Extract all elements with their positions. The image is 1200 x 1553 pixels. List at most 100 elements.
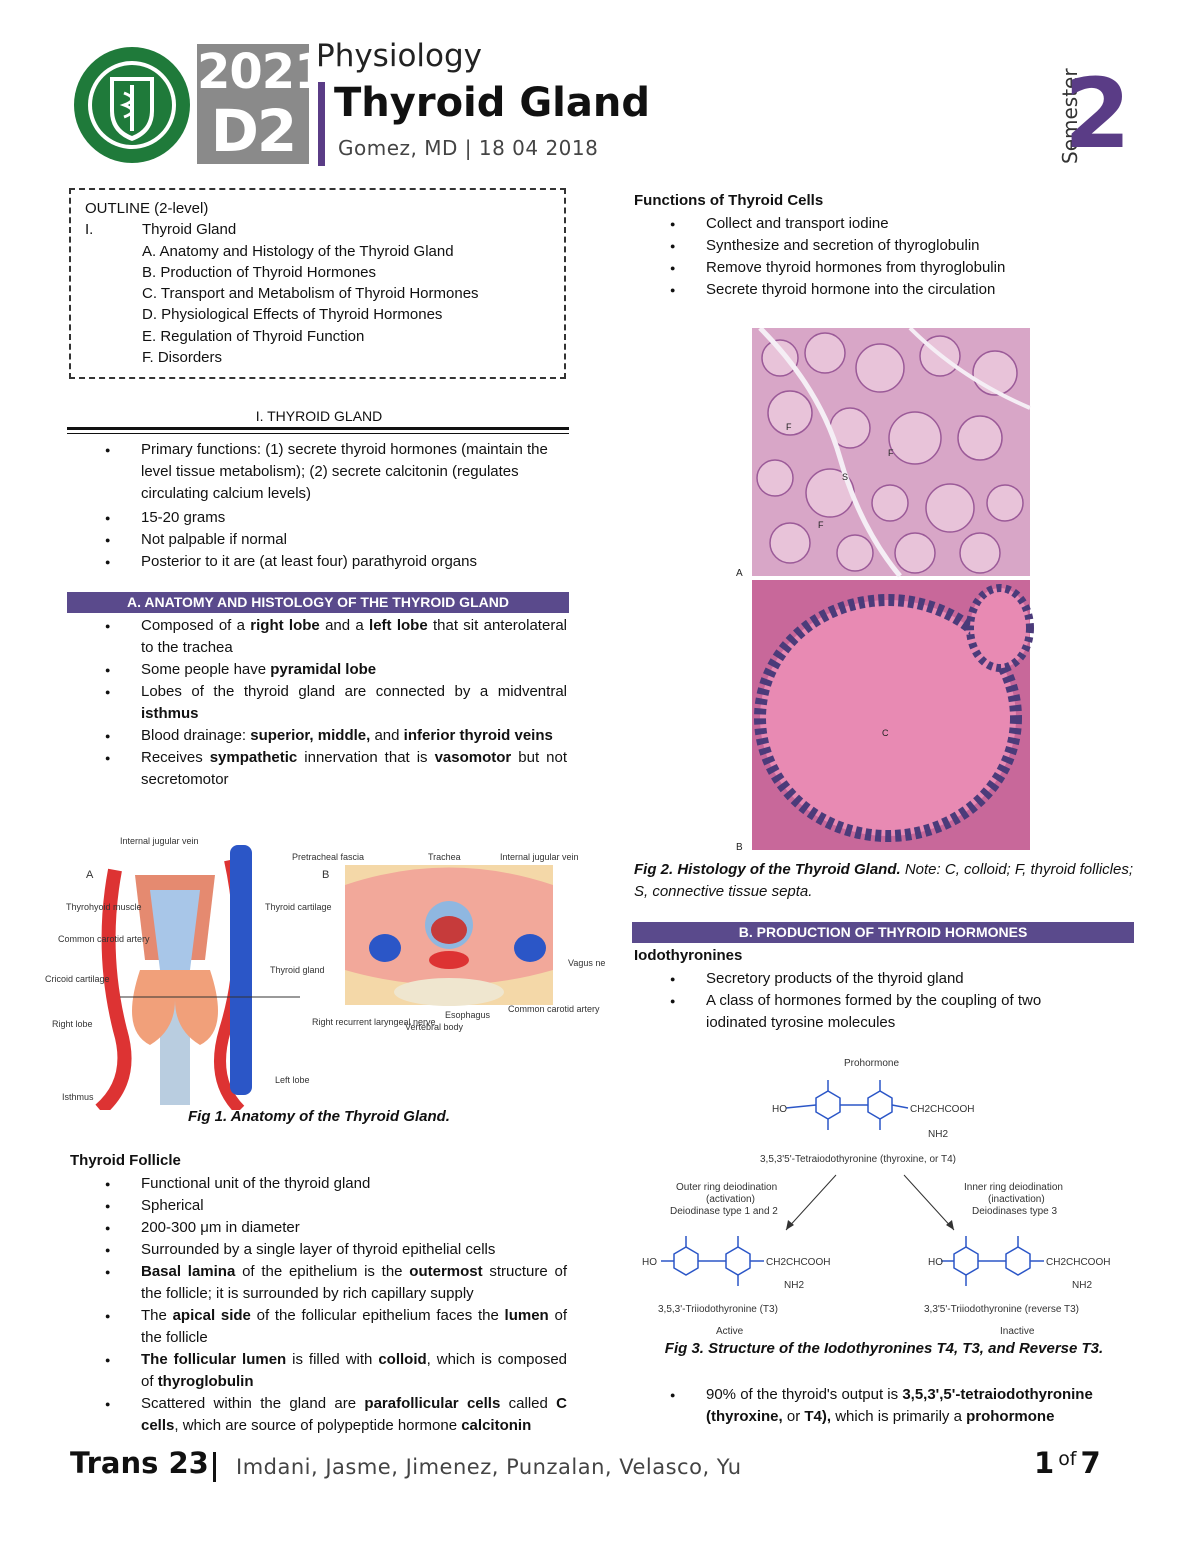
iodothyronines-heading: Iodothyronines [634, 947, 743, 964]
footer-authors: Imdani, Jasme, Jimenez, Punzalan, Velasc… [236, 1455, 742, 1479]
list-item: The follicular lumen is filled with coll… [69, 1349, 567, 1393]
section-heading-production: B. PRODUCTION OF THYROID HORMONES [632, 922, 1134, 943]
iodothyronine-structures-figure: Prohormone HO CH2CHCOOH NH2 3,5,3'5'-Tet… [642, 1058, 1110, 1337]
figure-label: A [736, 568, 743, 579]
list-item: 90% of the thyroid's output is 3,5,3',5'… [634, 1384, 1134, 1428]
functions-bullets: Collect and transport iodine Synthesize … [634, 213, 1134, 301]
figure-label: Thyroid cartilage [265, 902, 332, 912]
list-item: Surrounded by a single layer of thyroid … [69, 1239, 567, 1261]
structure-label: Prohormone [844, 1058, 899, 1069]
outline-item: C. Transport and Metabolism of Thyroid H… [142, 285, 479, 303]
structure-label: Deiodinase type 1 and 2 [670, 1206, 778, 1217]
outline-item: A. Anatomy and Histology of the Thyroid … [142, 242, 454, 260]
structure-label: 3,5,3'5'-Tetraiodothyronine (thyroxine, … [760, 1154, 956, 1165]
figure-label: Internal jugular vein [500, 852, 579, 862]
figure-label: Pretracheal fascia [292, 852, 364, 862]
follicle-bullets: Functional unit of the thyroid gland Sph… [69, 1173, 567, 1437]
list-item: Secretory products of the thyroid gland [634, 968, 1104, 990]
figure-label: Vertebral body [405, 1022, 464, 1032]
outline-item: B. Production of Thyroid Hormones [142, 263, 377, 281]
outline-item: D. Physiological Effects of Thyroid Horm… [142, 306, 443, 324]
list-item: Functional unit of the thyroid gland [69, 1173, 567, 1195]
heading-rule [67, 427, 569, 430]
follicle-heading: Thyroid Follicle [70, 1152, 181, 1169]
list-item: Spherical [69, 1195, 567, 1217]
figure-label: B [736, 842, 743, 853]
list-item: Blood drainage: superior, middle, and in… [69, 725, 567, 747]
figure-label: Common carotid artery [508, 1004, 600, 1014]
subject-label: Physiology [316, 38, 483, 74]
figure-label: Thyroid gland [270, 965, 325, 975]
list-item: Primary functions: (1) secrete thyroid h… [69, 439, 569, 505]
figure-label: Internal jugular vein [120, 836, 199, 846]
functions-heading: Functions of Thyroid Cells [634, 192, 824, 209]
structure-label: HO [772, 1104, 787, 1115]
figure-label: Right lobe [52, 1019, 93, 1029]
list-item: Secrete thyroid hormone into the circula… [634, 279, 1134, 301]
page-of: of [1058, 1448, 1077, 1470]
outline-roman: I. [85, 221, 94, 239]
list-item: 200-300 μm in diameter [69, 1217, 567, 1239]
heading-rule [67, 433, 569, 434]
structure-label: NH2 [928, 1129, 948, 1140]
semester-number: 2 [1064, 58, 1131, 170]
structure-label: Active [716, 1326, 744, 1337]
lecturer-date: Gomez, MD | 18 04 2018 [338, 136, 599, 160]
section-heading-anatomy: A. ANATOMY AND HISTOLOGY OF THE THYROID … [67, 592, 569, 613]
batch-group: D2 [210, 97, 298, 165]
structure-label: HO [642, 1257, 657, 1268]
outline-item: E. Regulation of Thyroid Function [142, 327, 365, 345]
list-item: Posterior to it are (at least four) para… [69, 551, 569, 573]
section1-bullets: Primary functions: (1) secrete thyroid h… [69, 439, 569, 573]
structure-label: CH2CHCOOH [910, 1104, 974, 1115]
histology-label: F [786, 422, 792, 432]
page-total: 7 [1080, 1446, 1101, 1480]
figure-label: Trachea [428, 852, 461, 862]
structure-label: Inactive [1000, 1326, 1035, 1337]
batch-badge: 2021 D2 [197, 44, 328, 165]
structure-label: 3,5,3'-Triiodothyronine (T3) [658, 1304, 778, 1315]
section-heading-thyroid-gland: I. THYROID GLAND [255, 408, 383, 424]
figure-label: Right recurrent laryngeal nerve [312, 1017, 436, 1027]
figure2-caption: Fig 2. Histology of the Thyroid Gland. N… [634, 861, 1133, 900]
list-item: Scattered within the gland are parafolli… [69, 1393, 567, 1437]
sectionB-bullets: Secretory products of the thyroid gland … [634, 968, 1104, 1034]
list-item: Remove thyroid hormones from thyroglobul… [634, 257, 1134, 279]
university-seal-logo [74, 47, 190, 163]
structure-label: Outer ring deiodination [676, 1182, 777, 1193]
histology-label: F [888, 448, 894, 458]
footer-divider [213, 1452, 216, 1482]
figure-label: B [322, 869, 329, 881]
list-item: Receives sympathetic innervation that is… [69, 747, 567, 791]
figure-label: Esophagus [445, 1010, 491, 1020]
list-item: Not palpable if normal [69, 529, 569, 551]
structure-label: CH2CHCOOH [1046, 1257, 1110, 1268]
figure-label: Vagus nerve [568, 958, 605, 968]
list-item: Synthesize and secretion of thyroglobuli… [634, 235, 1134, 257]
figure-label: Left lobe [275, 1075, 310, 1085]
thyroid-anatomy-figure: A Internal jugular vein Thyrohyoid muscl… [45, 836, 605, 1110]
figure-label: A [86, 869, 94, 881]
list-item: Some people have pyramidal lobe [69, 659, 567, 681]
list-item: Basal lamina of the epithelium is the ou… [69, 1261, 567, 1305]
title-accent-bar [318, 82, 325, 166]
structure-label: NH2 [784, 1280, 804, 1291]
page-title: Thyroid Gland [334, 80, 650, 126]
structure-label: Inner ring deiodination [964, 1182, 1063, 1193]
outline-level1: I.Thyroid Gland [85, 219, 550, 240]
list-item: The apical side of the follicular epithe… [69, 1305, 567, 1349]
structure-label: Deiodinases type 3 [972, 1206, 1057, 1217]
list-item: 15-20 grams [69, 507, 569, 529]
figure-label: Common carotid artery [58, 934, 150, 944]
figure1-caption: Fig 1. Anatomy of the Thyroid Gland. [188, 1108, 450, 1125]
histology-label: F [818, 520, 824, 530]
figure-label: Thyrohyoid muscle [66, 902, 142, 912]
figure-label: Isthmus [62, 1092, 94, 1102]
page-current: 1 [1034, 1446, 1055, 1480]
structure-label: (inactivation) [988, 1194, 1045, 1205]
output-bullet: 90% of the thyroid's output is 3,5,3',5'… [634, 1384, 1134, 1428]
list-item: A class of hormones formed by the coupli… [634, 990, 1104, 1034]
batch-year: 2021 [197, 44, 328, 100]
outline-title: OUTLINE (2-level) [85, 200, 209, 217]
structure-label: (activation) [706, 1194, 755, 1205]
